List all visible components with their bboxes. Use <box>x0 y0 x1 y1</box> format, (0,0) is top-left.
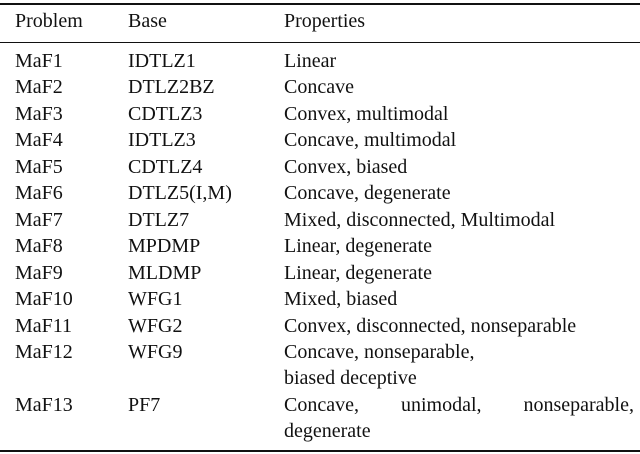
table-cell-properties: Convex, multimodal <box>284 103 449 125</box>
table-cell-problem: MaF3 <box>15 103 63 125</box>
table-cell-properties: Convex, biased <box>284 156 408 178</box>
table-cell-properties: Mixed, biased <box>284 288 398 310</box>
table-cell-base: CDTLZ3 <box>128 103 203 125</box>
table-cell-properties: Concave, nonseparable, <box>284 341 475 363</box>
table-cell-base: MPDMP <box>128 235 201 257</box>
table-cell-base: DTLZ5(I,M) <box>128 182 232 204</box>
table-cell-properties: biased deceptive <box>284 367 417 389</box>
table-cell-problem: MaF9 <box>15 262 63 284</box>
table-cell-base: MLDMP <box>128 262 202 284</box>
table-cell-problem: MaF2 <box>15 76 63 98</box>
table-cell-problem: MaF10 <box>15 288 73 310</box>
table-cell-properties: Concave, degenerate <box>284 182 451 204</box>
table-cell-problem: MaF13 <box>15 394 73 416</box>
table-cell-base: WFG1 <box>128 288 183 310</box>
table-cell-problem: MaF12 <box>15 341 73 363</box>
table-cell-base: PF7 <box>128 394 161 416</box>
table-cell-properties: degenerate <box>284 420 371 442</box>
header-properties: Properties <box>284 10 366 32</box>
table-cell-base: IDTLZ1 <box>128 50 196 72</box>
table-cell-properties: Linear <box>284 50 337 72</box>
table-cell-properties: Concave,unimodal,nonseparable, <box>284 394 634 416</box>
header-base: Base <box>128 10 167 32</box>
table-cell-problem: MaF11 <box>15 315 73 337</box>
table-cell-properties: Linear, degenerate <box>284 235 432 257</box>
table-cell-base: DTLZ7 <box>128 209 190 231</box>
table-cell-properties: Linear, degenerate <box>284 262 432 284</box>
table-cell-problem: MaF4 <box>15 129 63 151</box>
table-cell-base: WFG2 <box>128 315 183 337</box>
table-cell-base: DTLZ2BZ <box>128 76 215 98</box>
header-problem: Problem <box>15 10 83 32</box>
table-cell-problem: MaF5 <box>15 156 63 178</box>
table-cell-properties: Concave, multimodal <box>284 129 457 151</box>
table-cell-properties: Mixed, disconnected, Multimodal <box>284 209 556 231</box>
table-header-rule <box>0 42 640 43</box>
table-top-rule <box>0 3 640 5</box>
table-cell-base: WFG9 <box>128 341 183 363</box>
table-cell-problem: MaF6 <box>15 182 63 204</box>
table-cell-base: IDTLZ3 <box>128 129 196 151</box>
table-bottom-rule <box>0 450 640 452</box>
table-cell-problem: MaF8 <box>15 235 63 257</box>
table-cell-base: CDTLZ4 <box>128 156 203 178</box>
table-cell-problem: MaF7 <box>15 209 63 231</box>
table-cell-problem: MaF1 <box>15 50 63 72</box>
table-cell-properties: Convex, disconnected, nonseparable <box>284 315 577 337</box>
table-cell-properties: Concave <box>284 76 354 98</box>
